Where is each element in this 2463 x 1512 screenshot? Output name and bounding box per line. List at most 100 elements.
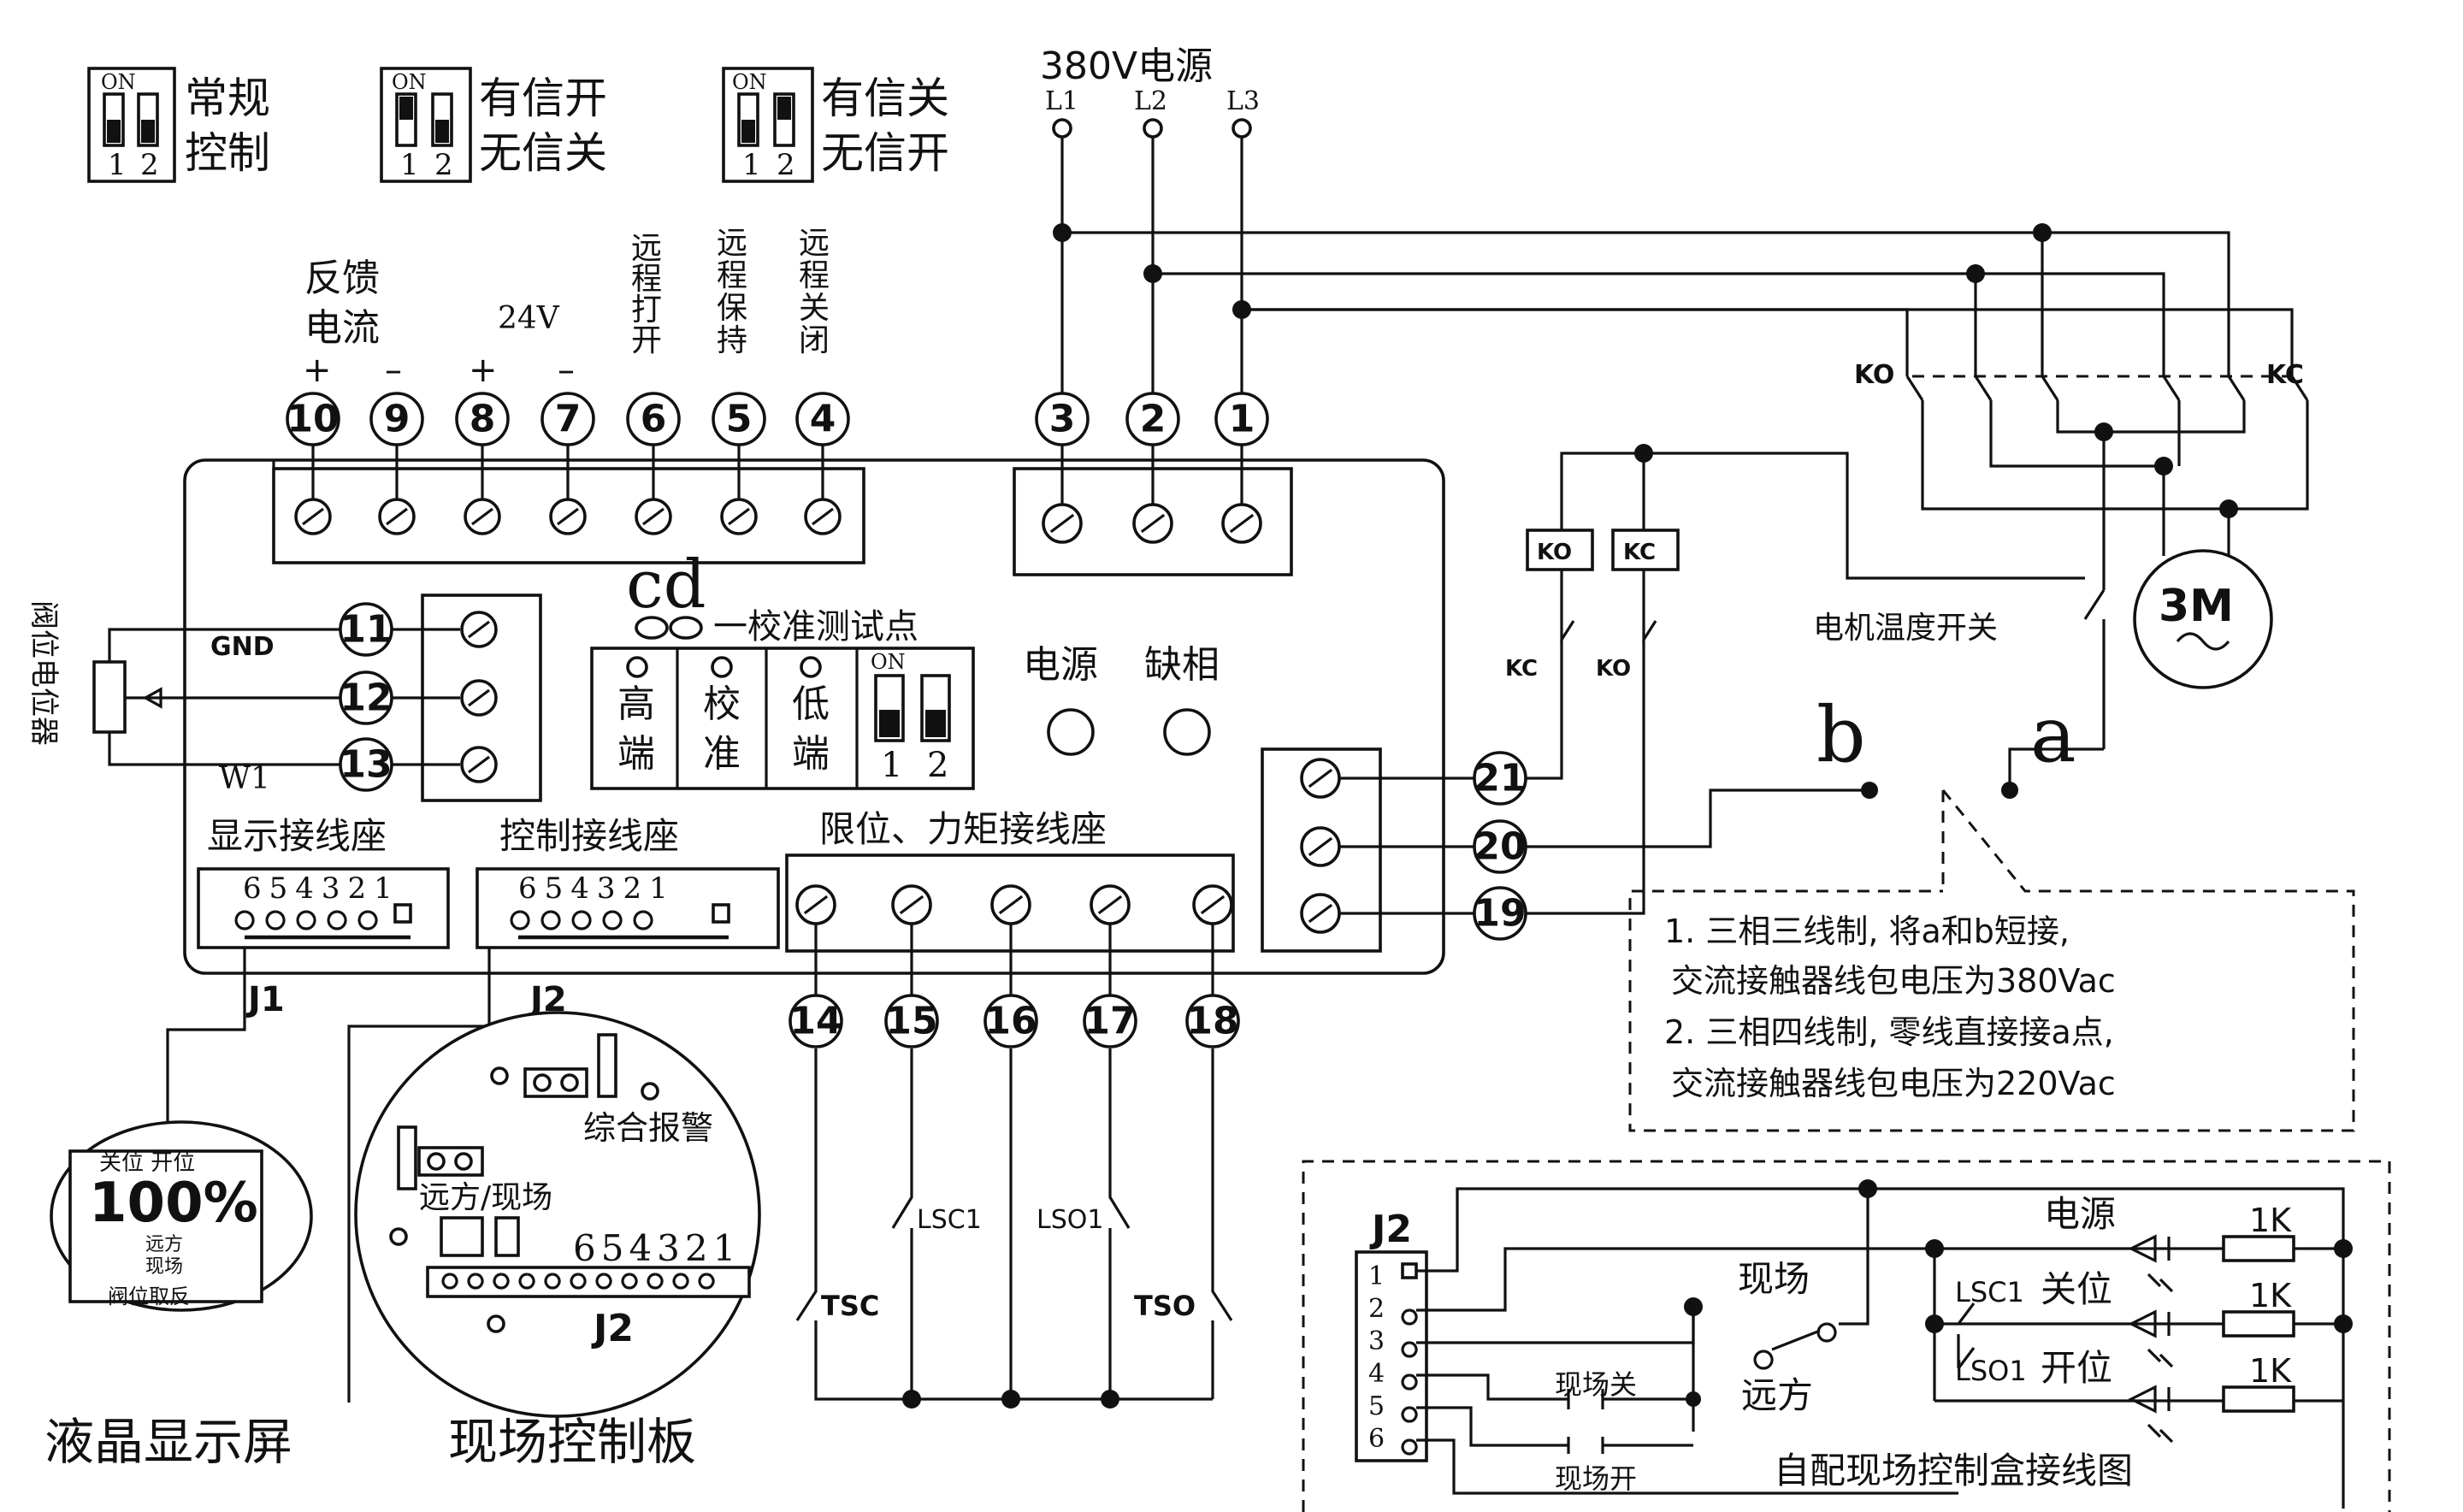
box-pin-2: 2 — [1368, 1294, 1385, 1324]
dip-mode-line1: 有信关 — [821, 74, 949, 123]
terminal-number-circle — [983, 994, 1038, 1048]
note-line-3: 2. 三相四线制, 零线直接接a点, — [1664, 1013, 2114, 1051]
motor-label: 3M — [2159, 581, 2234, 632]
dip-mode-line2: 控制 — [185, 128, 270, 178]
terminal-number: 8 — [470, 398, 496, 441]
dip-pos-2: 2 — [140, 148, 159, 182]
remote-close-c1: 远 — [799, 226, 830, 261]
terminal-number: 11 — [340, 608, 392, 652]
remote-close-c2: 程 — [799, 258, 830, 293]
box-local-open-label: 现场开 — [1555, 1462, 1637, 1495]
point-b-label: b — [1816, 690, 1866, 780]
j1-label: J1 — [245, 980, 285, 1019]
terminal-number-circle — [795, 392, 850, 446]
note-line-4: 交流接触器线包电压为220Vac — [1671, 1065, 2116, 1102]
resistor-2-label: 1K — [2249, 1277, 2292, 1314]
box-open-pos-label: 开位 — [2041, 1347, 2112, 1389]
cal-dip-pos-1: 1 — [881, 746, 902, 785]
power-title: 380V电源 — [1040, 44, 1213, 88]
feedback-label: 反馈 — [304, 257, 380, 300]
lsc1-label: LSC1 — [917, 1205, 982, 1235]
box-power-label: 电源 — [2044, 1193, 2116, 1235]
feedback-plus: + — [303, 351, 332, 390]
remote-close-c4: 闭 — [799, 323, 830, 358]
control-box-diagram: J2 1 2 3 4 5 6 电源 现场 远方 现场关 — [1302, 1160, 2391, 1512]
terminal-number: 17 — [1084, 1000, 1136, 1043]
dip-on-label: ON — [101, 70, 136, 94]
terminal-number-circle — [1083, 994, 1137, 1048]
terminal-number: 13 — [340, 743, 392, 787]
remote-open-c1: 远 — [631, 231, 662, 266]
lcd-bottom-label: 阀位取反 — [108, 1285, 190, 1308]
cal-dip-pos-2: 2 — [927, 746, 948, 785]
box-pin-6: 6 — [1368, 1424, 1385, 1454]
power-led-icon — [1047, 708, 1095, 756]
dip-switch-legend-2: ON 1 2 有信开 无信关 — [380, 67, 607, 183]
dip-on-label: ON — [392, 70, 427, 94]
tsc-label: TSC — [821, 1290, 879, 1322]
dip-pos-2: 2 — [777, 148, 795, 182]
low-label-1: 低 — [792, 682, 830, 726]
terminal-number-circle — [369, 392, 424, 446]
ko-contact-label: KO — [1854, 360, 1894, 390]
remote-open-c4: 开 — [631, 323, 662, 358]
terminal-number-circle — [712, 392, 766, 446]
indicator-lights: 电源 缺相 — [1023, 643, 1220, 756]
box-local-close-label: 现场关 — [1555, 1368, 1637, 1401]
box-pin-4: 4 — [1368, 1359, 1385, 1389]
terminal-number-circle — [1473, 751, 1527, 806]
dip-pos-1: 1 — [400, 148, 419, 182]
lcd-mode-remote: 远方 — [145, 1234, 183, 1255]
contactor-coils: KO KC KC KO — [1505, 444, 2085, 915]
terminal-number: 10 — [286, 398, 339, 441]
24v-minus: – — [558, 351, 575, 390]
w1-label: W1 — [219, 761, 270, 796]
terminal-number: 2 — [1140, 398, 1167, 441]
dip-mode-line2: 无信开 — [821, 128, 949, 178]
lcd-display: 关位 开位 100% 远方 现场 阀位取反 — [50, 1120, 313, 1312]
terminal-number: 21 — [1474, 757, 1526, 800]
terminal-number: 3 — [1049, 398, 1076, 441]
limit-switch-wiring: LSC1 LSO1 TSC TSO — [795, 1048, 1233, 1409]
remote-hold-c3: 保 — [717, 291, 747, 326]
dip-pos-1: 1 — [108, 148, 127, 182]
current-label: 电流 — [304, 306, 380, 350]
terminal-number: 7 — [555, 398, 582, 441]
control-socket-pins: 654321 — [518, 871, 676, 906]
dip-mode-line1: 常规 — [185, 74, 270, 123]
terminal-number-circle — [789, 994, 843, 1048]
power-wiring — [1053, 137, 2294, 402]
tso-label: TSO — [1134, 1290, 1196, 1322]
high-label-2: 端 — [617, 732, 655, 776]
terminal-number: 5 — [726, 398, 753, 441]
potentiometer-icon — [92, 660, 127, 734]
lcd-value: 100% — [89, 1172, 258, 1235]
box-lso1-label: LSO1 — [1955, 1355, 2027, 1387]
terminal-number-circle — [1473, 819, 1527, 874]
terminal-number: 15 — [885, 1000, 937, 1043]
terminal-number: 18 — [1186, 1000, 1238, 1043]
motor: 3M 电机温度开关 — [1813, 549, 2273, 749]
calibrate-label-2: 准 — [703, 732, 741, 776]
box-pin-3: 3 — [1368, 1326, 1385, 1356]
panel-caption: 现场控制板 — [448, 1413, 696, 1471]
wiring-note: 1. 三相三线制, 将a和b短接, 交流接触器线包电压为380Vac 2. 三相… — [1628, 789, 2355, 1132]
lcd-caption: 液晶显示屏 — [44, 1413, 292, 1471]
terminal-number: 6 — [641, 398, 667, 441]
terminal-number-circle — [540, 392, 595, 446]
phase-l1-label: L1 — [1045, 86, 1078, 116]
remote-hold-c2: 程 — [717, 258, 747, 293]
box-lsc1-label: LSC1 — [1955, 1276, 2024, 1308]
power-supply: 380V电源 L1 L2 L3 — [1040, 44, 1260, 139]
terminal-number-circle — [626, 392, 681, 446]
motor-temp-switch-label: 电机温度开关 — [1813, 611, 1998, 646]
cd-label: cd — [626, 546, 706, 623]
terminal-number: 20 — [1474, 825, 1526, 869]
ko-coil-label: KO — [1537, 540, 1572, 565]
cal-dip-on: ON — [871, 650, 906, 674]
panel-pins-label: 654321 — [573, 1227, 741, 1269]
lcd-top-label: 关位 开位 — [99, 1150, 195, 1176]
lso1-label: LSO1 — [1037, 1205, 1103, 1235]
power-indicator-label: 电源 — [1023, 643, 1098, 687]
